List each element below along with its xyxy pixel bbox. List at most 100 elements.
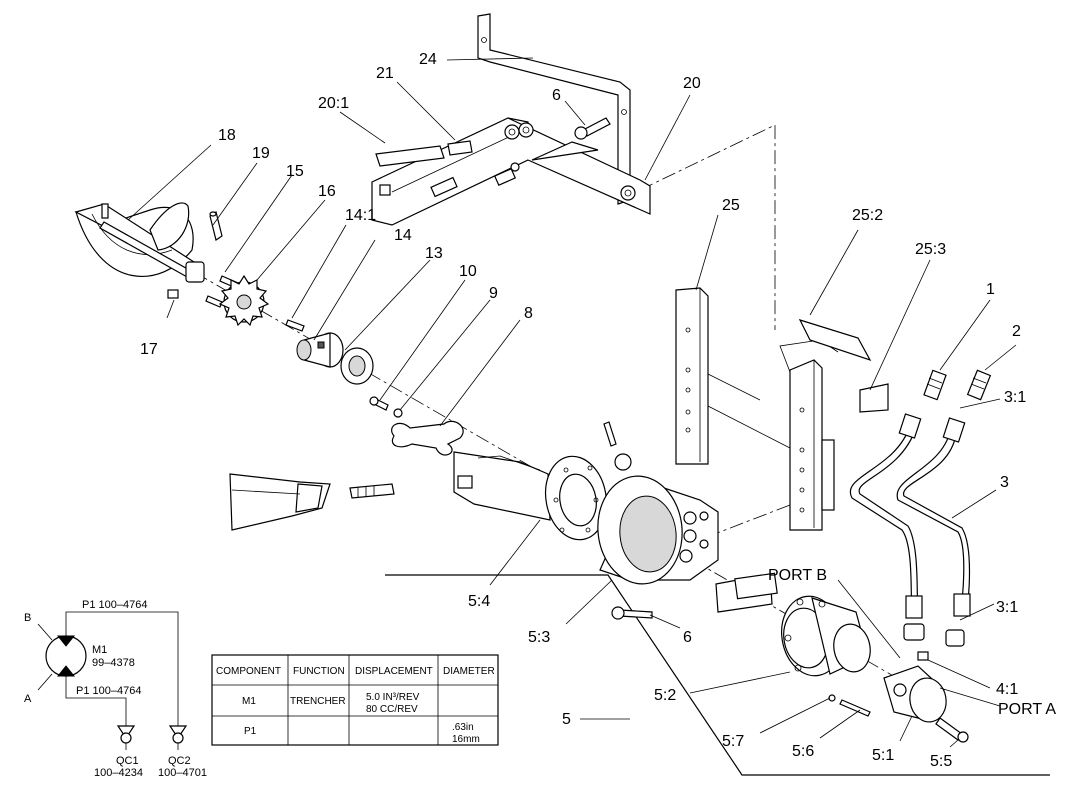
callout-1: 1 xyxy=(986,281,995,298)
callout-6-top: 6 xyxy=(552,87,561,104)
callout-20-1: 20:1 xyxy=(318,95,349,112)
schematic-qc2-name: QC2 xyxy=(168,755,191,767)
plate-25-3 xyxy=(859,383,889,413)
callout-4-1: 4:1 xyxy=(996,681,1018,698)
schematic-line-top: P1 100–4764 xyxy=(82,599,147,611)
callout-24: 24 xyxy=(419,51,437,68)
center-lines xyxy=(129,124,1050,776)
callout-25-2: 25:2 xyxy=(852,207,883,224)
callout-port-b: PORT B xyxy=(768,567,827,584)
table-row2-diameter-1: .63in xyxy=(452,722,474,733)
wrench-8 xyxy=(391,420,464,456)
callout-21: 21 xyxy=(376,65,394,82)
schematic-line-bottom: P1 100–4764 xyxy=(76,685,141,697)
sprocket-16 xyxy=(218,274,270,327)
hydraulic-schematic: B A P1 100–4764 P1 100–4764 M1 99–4378 Q… xyxy=(24,599,207,779)
fitting-2 xyxy=(966,369,992,401)
trencher-boom xyxy=(229,473,331,531)
pin-19 xyxy=(209,211,223,241)
decals xyxy=(375,140,473,167)
plate-25-right xyxy=(789,359,835,531)
plate-25-left xyxy=(675,287,709,465)
callout-3-1-bottom: 3:1 xyxy=(996,599,1018,616)
bolt-6-bottom xyxy=(611,606,653,620)
callout-18: 18 xyxy=(218,127,236,144)
bearing-13 xyxy=(340,347,374,385)
leader-lines xyxy=(127,57,1017,748)
bolt-5-5 xyxy=(935,717,969,743)
callout-16: 16 xyxy=(318,183,336,200)
motor-5-1 xyxy=(883,665,947,723)
callout-8: 8 xyxy=(524,305,533,322)
table-row1-component: M1 xyxy=(242,696,256,707)
schematic-port-a: A xyxy=(24,693,32,705)
table-row2-diameter-2: 16mm xyxy=(452,734,480,745)
table-border xyxy=(211,654,499,746)
bolt-5-6 xyxy=(839,699,871,717)
callout-port-a: PORT A xyxy=(998,701,1056,718)
callout-5-1: 5:1 xyxy=(872,747,894,764)
callout-15: 15 xyxy=(286,163,304,180)
callout-19: 19 xyxy=(252,145,270,162)
hub-14 xyxy=(296,332,344,368)
table-header-diameter: DIAMETER xyxy=(443,666,495,677)
washer-5-7 xyxy=(828,694,836,702)
callout-14-1: 14:1 xyxy=(345,207,376,224)
table-row1-displacement-1: 5.0 IN³/REV xyxy=(366,692,420,703)
fitting-4-1 xyxy=(917,651,929,661)
table-header-function: FUNCTION xyxy=(293,666,345,677)
pin-nut xyxy=(603,421,632,471)
callout-5-3: 5:3 xyxy=(528,629,550,646)
bolt-14-1 xyxy=(285,319,305,332)
bolt-10 xyxy=(369,396,389,411)
callout-5-7: 5:7 xyxy=(722,733,744,750)
motor-housing-5-3 xyxy=(597,475,719,585)
schematic-motor-part: 99–4378 xyxy=(92,657,135,669)
callout-5-2: 5:2 xyxy=(654,687,676,704)
hose-3-left xyxy=(849,413,925,641)
nut-17 xyxy=(167,289,179,299)
callout-9: 9 xyxy=(489,285,498,302)
schematic-port-b: B xyxy=(24,612,31,624)
bolt-16 xyxy=(205,295,223,308)
schematic-qc1-name: QC1 xyxy=(116,755,139,767)
bolt-6-top xyxy=(574,117,611,140)
auger-18 xyxy=(74,202,205,283)
table-row1-displacement-2: 80 CC/REV xyxy=(366,704,418,715)
callout-5-6: 5:6 xyxy=(792,743,814,760)
callout-10: 10 xyxy=(459,263,477,280)
motor-5-2 xyxy=(781,595,871,677)
frame-20 xyxy=(371,117,651,226)
table-row2-component: P1 xyxy=(244,726,257,737)
gearbox-5-4 xyxy=(453,451,551,521)
qc1-symbol xyxy=(116,725,136,750)
callout-labels: 24 21 20:1 6 20 18 19 15 16 14:1 14 13 1… xyxy=(140,51,1056,770)
motor-shaft xyxy=(715,572,778,613)
callout-5-5: 5:5 xyxy=(930,753,952,770)
callout-17: 17 xyxy=(140,341,158,358)
component-table: COMPONENT FUNCTION DISPLACEMENT DIAMETER… xyxy=(211,654,499,746)
qc2-symbol xyxy=(168,725,188,750)
callout-20: 20 xyxy=(683,75,701,92)
table-row1-function: TRENCHER xyxy=(290,696,346,707)
schematic-qc2-part: 100–4701 xyxy=(158,767,207,779)
callout-13: 13 xyxy=(425,245,443,262)
table-header-displacement: DISPLACEMENT xyxy=(355,666,433,677)
callout-5: 5 xyxy=(562,711,571,728)
washer-9 xyxy=(393,408,403,418)
plate-25-2 xyxy=(798,319,872,362)
callout-2: 2 xyxy=(1012,323,1021,340)
callout-25-3: 25:3 xyxy=(915,241,946,258)
shaft-bolt xyxy=(349,483,395,499)
flange-5-4 xyxy=(544,455,608,541)
fitting-1 xyxy=(923,369,947,401)
table-header-component: COMPONENT xyxy=(216,666,281,677)
callout-3: 3 xyxy=(1000,474,1009,491)
callout-3-1-top: 3:1 xyxy=(1004,389,1026,406)
hose-3-right xyxy=(896,417,971,647)
callout-6-bottom: 6 xyxy=(683,629,692,646)
schematic-qc1-part: 100–4234 xyxy=(94,767,143,779)
callout-5-4: 5:4 xyxy=(468,593,490,610)
